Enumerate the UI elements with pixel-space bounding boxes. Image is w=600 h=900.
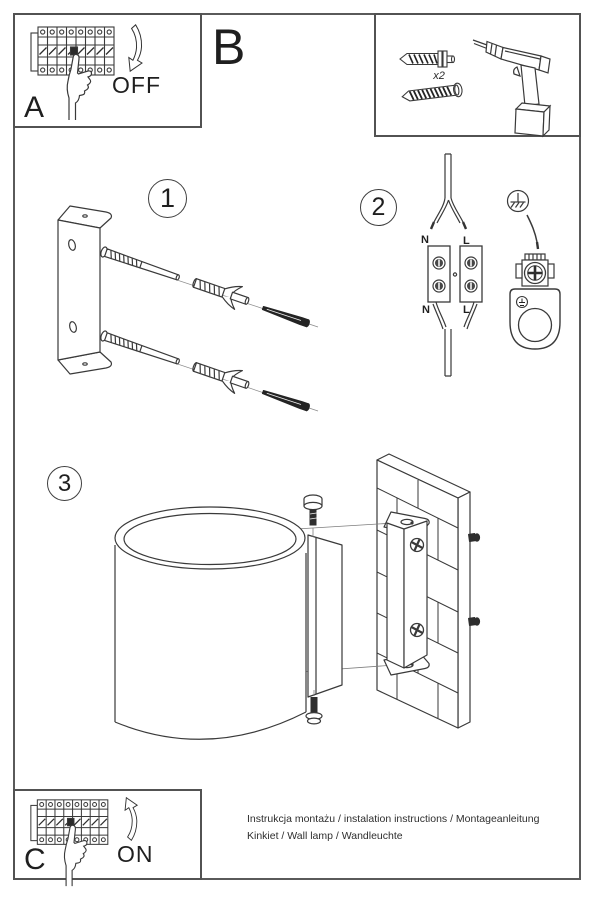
live-label-top: L	[463, 235, 470, 247]
wall-screw-tips	[468, 533, 481, 626]
drill-bit-illustration	[261, 305, 310, 328]
section-b-label: B	[212, 19, 246, 75]
step-1-badge: 1	[148, 179, 187, 218]
ground-clamp	[515, 253, 555, 287]
ground-symbol-icon	[506, 189, 530, 213]
panel-power-on: ON C	[13, 789, 202, 887]
bracket-screws	[409, 537, 425, 638]
step-1-illustration	[57, 205, 319, 412]
tools-panel: x2	[374, 13, 581, 138]
neutral-label-bottom: N	[422, 304, 430, 316]
drill-bit-illustration	[261, 389, 310, 412]
footer-text: Instrukcja montażu / instalation instruc…	[247, 811, 539, 845]
bottom-screw	[305, 690, 323, 725]
panel-power-off: OFF A	[13, 13, 202, 128]
step-2-badge: 2	[360, 189, 397, 226]
off-label: OFF	[112, 72, 161, 98]
arrow-up-icon	[124, 797, 138, 841]
panel-c-label: C	[24, 843, 46, 876]
live-label-bottom: L	[463, 304, 470, 316]
ground-bracket	[509, 288, 561, 350]
screw-illustration	[100, 330, 180, 365]
mounting-bracket-illustration	[57, 205, 113, 375]
step-3-badge: 3	[47, 466, 82, 501]
wall-bracket	[383, 511, 430, 676]
panel-a-label: A	[24, 91, 45, 124]
footer-line-2: Kinkiet / Wall lamp / Wandleuchte	[247, 830, 403, 842]
lamp-back-plate	[307, 534, 343, 698]
footer-line-1: Instrukcja montażu / instalation instruc…	[247, 813, 540, 825]
screw-icon	[401, 82, 463, 102]
terminal-block	[427, 245, 483, 303]
lamp-body	[114, 506, 307, 740]
arrow-down-icon	[128, 24, 143, 72]
neutral-label-top: N	[421, 234, 429, 246]
wall-plug-icon	[399, 50, 456, 68]
on-label: ON	[117, 841, 154, 867]
ground-assembly-illustration	[506, 189, 561, 350]
screw-illustration	[100, 246, 180, 281]
wall-plug-illustration	[192, 362, 250, 394]
wiring-diagram	[427, 153, 483, 377]
quantity-label: x2	[433, 70, 445, 82]
mounting-diagram	[114, 453, 481, 740]
drill-icon	[472, 39, 552, 138]
top-screw	[303, 494, 323, 537]
terminal-screws	[432, 256, 478, 293]
wall-plug-illustration	[192, 278, 250, 310]
main-frame	[13, 13, 581, 880]
tools-illustration	[399, 39, 552, 138]
